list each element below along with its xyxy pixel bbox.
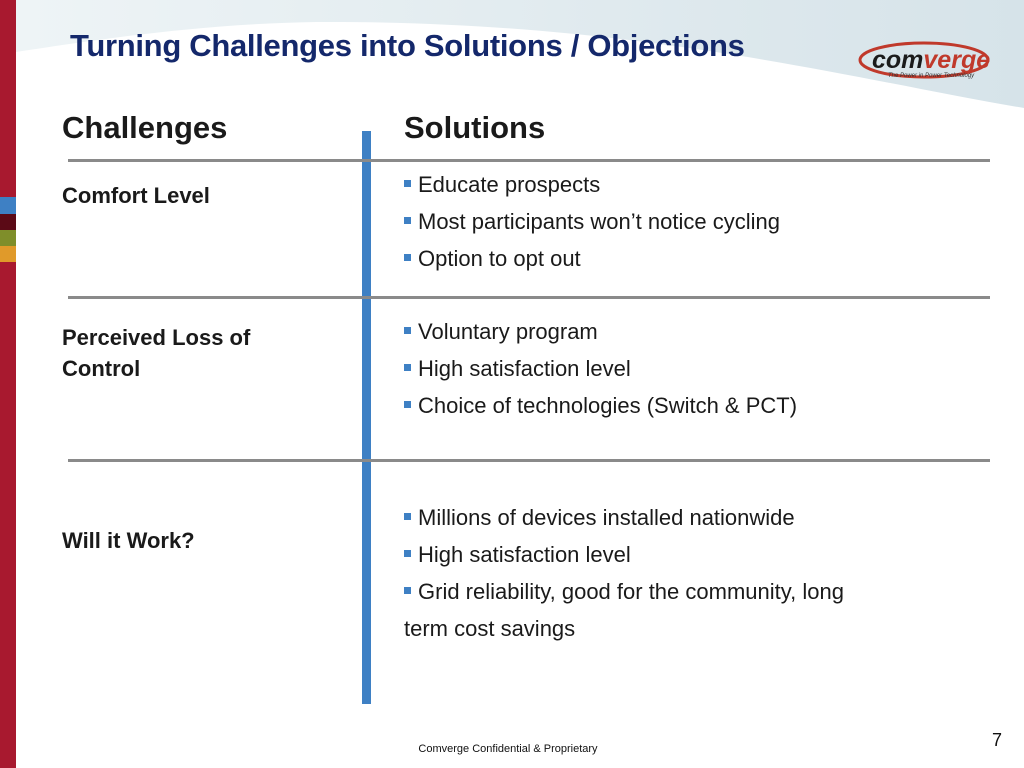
bullet-icon [404,327,411,334]
bullet-icon [404,364,411,371]
accent-swatch-olive [0,230,16,246]
row-divider [68,459,990,462]
bullet-icon [404,550,411,557]
challenges-header: Challenges [62,110,228,145]
challenge-perceived-loss-of-control: Perceived Loss of Control [62,322,250,384]
solutions-header: Solutions [404,110,546,145]
left-accent-bar [0,0,16,768]
column-divider [362,131,371,704]
accent-swatch-orange [0,246,16,262]
solutions-list-will-it-work: Millions of devices installed nationwide… [404,499,844,647]
logo-text-com: com [872,46,923,74]
solution-item: Most participants won’t notice cycling [404,203,780,240]
solutions-list-comfort: Educate prospects Most participants won’… [404,166,780,277]
challenge-label-line2: Control [62,356,141,381]
comverge-logo: comverge The Power in Power Technology [858,41,990,79]
header-swoosh [16,0,1024,108]
challenge-label-line1: Perceived Loss of [62,325,251,350]
solution-item: Educate prospects [404,166,780,203]
solution-item: Option to opt out [404,240,780,277]
challenge-will-it-work: Will it Work? [62,525,195,556]
bullet-icon [404,254,411,261]
logo-text-verge: verge [923,46,990,74]
solution-item: Voluntary program [404,313,797,350]
bullet-icon [404,587,411,594]
slide-title: Turning Challenges into Solutions / Obje… [70,28,745,63]
solution-item: Choice of technologies (Switch & PCT) [404,387,797,424]
accent-swatch-blue [0,197,16,214]
solutions-list-control: Voluntary program High satisfaction leve… [404,313,797,424]
challenge-label: Comfort Level [62,183,210,208]
solution-item: High satisfaction level [404,350,797,387]
bullet-icon [404,180,411,187]
challenge-comfort-level: Comfort Level [62,180,210,211]
accent-swatch-maroon [0,214,16,230]
solution-item-wrapped: Grid reliability, good for the community… [404,579,844,641]
logo-tagline: The Power in Power Technology [888,73,975,79]
bullet-icon [404,217,411,224]
footer-confidential: Comverge Confidential & Proprietary [418,743,598,755]
bullet-icon [404,401,411,408]
svg-text:comverge: comverge [872,46,990,74]
row-divider [68,296,990,299]
page-number: 7 [992,730,1003,750]
challenge-label: Will it Work? [62,528,195,553]
row-divider [68,159,990,162]
bullet-icon [404,513,411,520]
solution-item: High satisfaction level [404,536,844,573]
solution-item: Millions of devices installed nationwide [404,499,844,536]
